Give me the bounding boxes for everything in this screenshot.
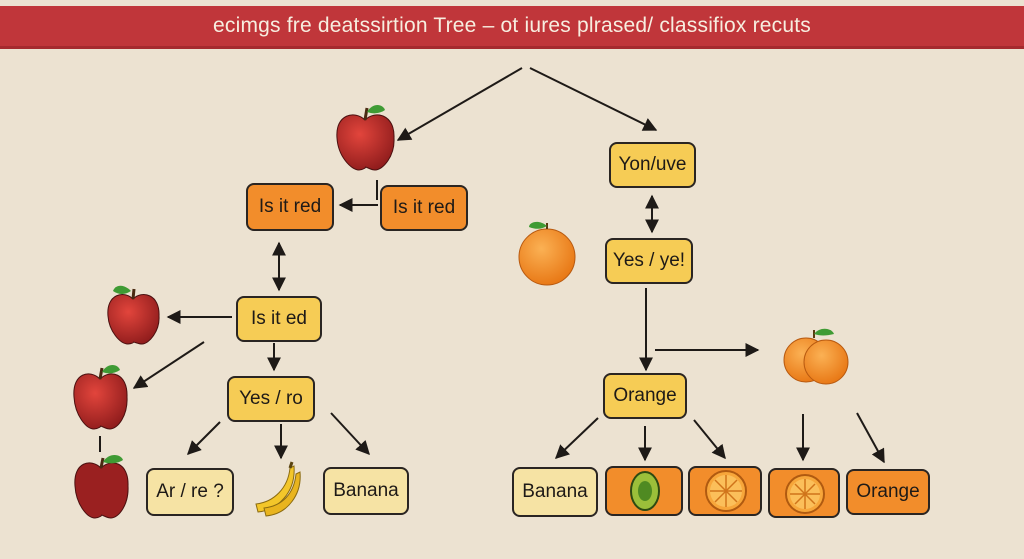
node-banana-right: Banana — [512, 467, 598, 517]
node-is-it-red-left: Is it red — [246, 183, 334, 231]
apple-icon — [336, 105, 395, 171]
orange-fruit-icon — [518, 221, 576, 286]
banana-icon — [255, 461, 301, 517]
node-is-it-ed: Is it ed — [236, 296, 322, 342]
connector-yes-banana2 — [330, 412, 370, 456]
node-is-it-red-right: Is it red — [380, 185, 468, 231]
node-yon-uve: Yon/uve — [609, 142, 696, 188]
apple-icon — [107, 285, 160, 345]
connector-orange-banana — [554, 417, 599, 459]
node-yes-ye: Yes / ye! — [605, 238, 693, 284]
node-ar-re: Ar / re ? — [146, 468, 234, 516]
connector-diag-to-apple — [132, 341, 205, 389]
connector-orange-slice — [693, 419, 726, 460]
page-title: ecimgs fre deatssirtion Tree – ot iures … — [213, 14, 811, 37]
orange-slice-icon — [705, 470, 747, 512]
node-banana-left: Banana — [323, 467, 409, 515]
node-yes-ro: Yes / ro — [227, 376, 315, 422]
connector-root-right — [529, 67, 658, 131]
title-banner — [0, 6, 1024, 49]
node-orange-mid: Orange — [603, 373, 687, 419]
connector-yes-arre — [187, 421, 221, 455]
node-orange-right: Orange — [846, 469, 930, 515]
connector-root-left — [396, 67, 523, 141]
orange-slice-icon — [785, 474, 825, 514]
apple-icon — [74, 455, 129, 519]
apple-icon — [73, 365, 128, 430]
avocado-slice-icon — [630, 471, 660, 511]
connector-fruit-orange — [856, 412, 885, 464]
orange-fruit-icon — [783, 328, 849, 385]
